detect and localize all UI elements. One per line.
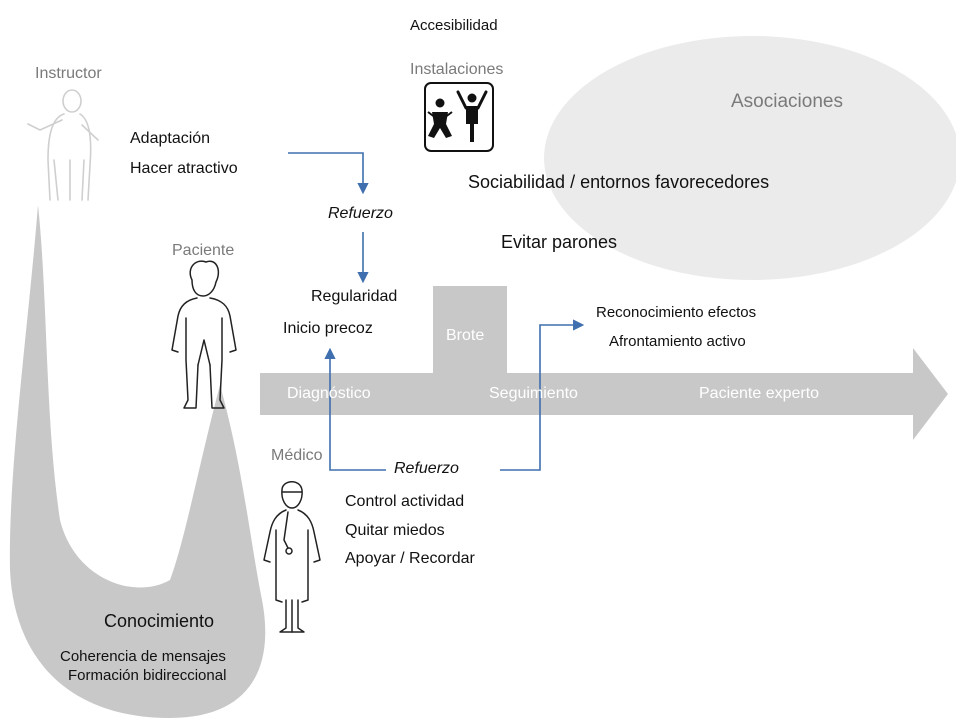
patient-figure-icon (171, 260, 237, 409)
accesibilidad-label: Accesibilidad (410, 17, 498, 34)
reconocimiento-label: Reconocimiento efectos (596, 304, 757, 321)
flow-arrow-medico (324, 347, 386, 471)
conocimiento-title: Conocimiento (104, 611, 215, 631)
diagnostico-label: Diagnóstico (287, 385, 371, 402)
coherencia-label: Coherencia de mensajes (60, 648, 226, 665)
refuerzo-top-label: Refuerzo (328, 205, 393, 222)
adaptacion-label: Adaptación (130, 130, 211, 147)
flow-arrow-seguimiento (500, 319, 585, 471)
brote-label: Brote (446, 327, 485, 344)
paciente-experto-label: Paciente experto (699, 385, 820, 402)
formacion-label: Formación bidireccional (68, 667, 227, 684)
regularidad-label: Regularidad (311, 288, 398, 305)
instructor-figure-icon (27, 89, 99, 201)
medico-label: Médico (271, 447, 323, 464)
doctor-figure-icon (263, 481, 321, 633)
conocimiento-shape (9, 205, 266, 718)
evitar-parones-label: Evitar parones (501, 232, 618, 252)
quitar-miedos-label: Quitar miedos (345, 522, 445, 539)
afrontamiento-label: Afrontamiento activo (609, 333, 746, 350)
instalaciones-label: Instalaciones (410, 61, 504, 78)
hacer-atractivo-label: Hacer atractivo (130, 160, 238, 177)
asociaciones-title: Asociaciones (731, 91, 843, 112)
flow-arrow-instructor (288, 152, 369, 195)
instructor-label: Instructor (35, 65, 102, 82)
refuerzo-bottom-label: Refuerzo (394, 460, 459, 477)
brote-block (433, 286, 507, 374)
sociabilidad-label: Sociabilidad / entornos favorecedores (468, 172, 770, 192)
asociaciones-ellipse (544, 36, 956, 280)
paciente-label: Paciente (172, 242, 235, 259)
timeline-arrow (260, 348, 948, 440)
apoyar-recordar-label: Apoyar / Recordar (345, 550, 475, 567)
inicio-precoz-label: Inicio precoz (283, 320, 373, 337)
control-actividad-label: Control actividad (345, 493, 465, 510)
seguimiento-label: Seguimiento (489, 385, 578, 402)
facilities-icon (424, 82, 494, 152)
